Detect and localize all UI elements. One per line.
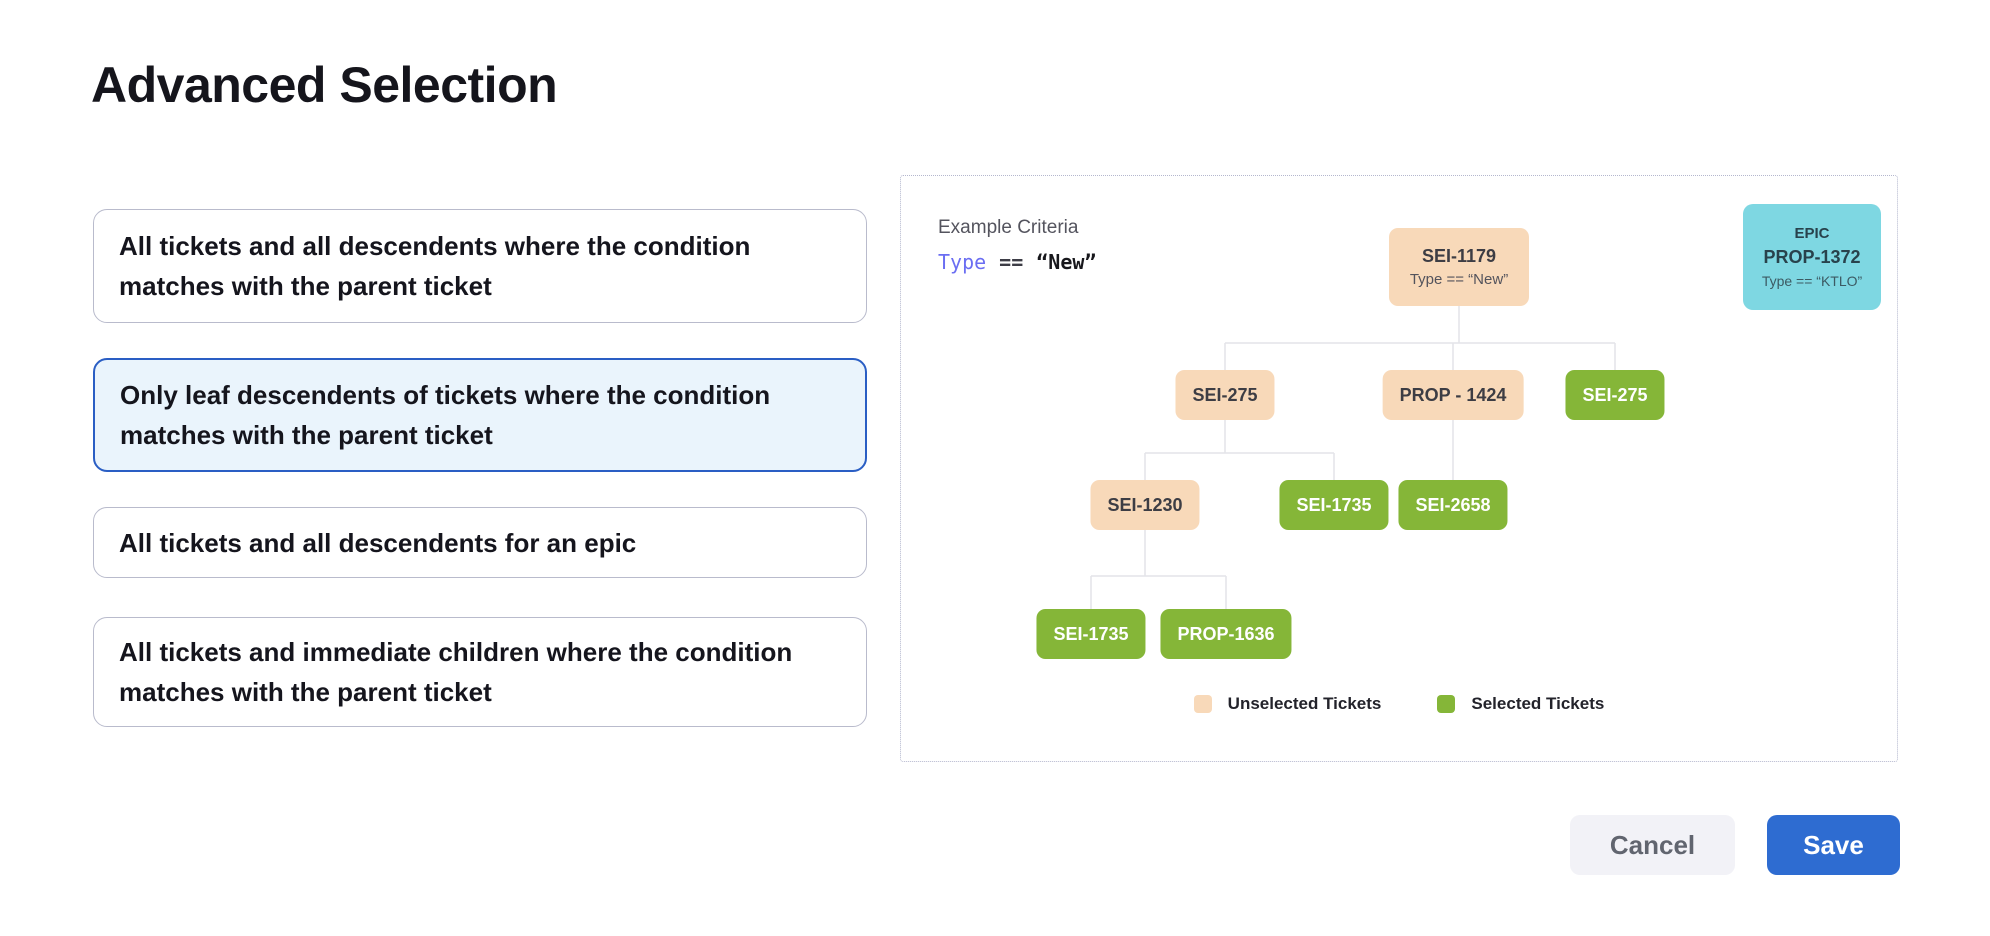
ticket-id: SEI-275 (1192, 384, 1258, 405)
ticket-id: SEI-1230 (1107, 494, 1183, 515)
tree-node: SEI-1230 (1090, 480, 1200, 530)
epic-ticket-card: EPIC PROP-1372 Type == “KTLO” (1743, 204, 1881, 310)
option-leaf-descendents-condition[interactable]: Only leaf descendents of tickets where t… (93, 358, 867, 472)
example-criteria-expression: Type == “New” (938, 250, 1096, 274)
legend-item-selected: Selected Tickets (1437, 694, 1604, 714)
tree-node: SEI-275 (1565, 370, 1665, 420)
ticket-id: PROP-1636 (1177, 623, 1275, 644)
tree-node: SEI-1735 (1036, 609, 1146, 659)
legend-item-unselected: Unselected Tickets (1193, 694, 1382, 714)
tree-node: SEI-2658 (1398, 480, 1508, 530)
tree-connectors (1090, 306, 1616, 609)
example-diagram-panel: Example Criteria Type == “New” EPIC PROP… (900, 175, 1898, 762)
ticket-condition: Type == “New” (1409, 271, 1509, 288)
cancel-button[interactable]: Cancel (1570, 815, 1735, 875)
tree-node: PROP - 1424 (1382, 370, 1524, 420)
example-criteria-label: Example Criteria (938, 217, 1079, 238)
option-label: Only leaf descendents of tickets where t… (120, 380, 771, 450)
legend-label: Unselected Tickets (1227, 694, 1382, 713)
ticket-id: PROP - 1424 (1399, 384, 1507, 405)
legend: Unselected Tickets Selected Tickets (901, 694, 1897, 714)
ticket-id: SEI-1735 (1053, 623, 1129, 644)
criteria-operator: == (999, 250, 1024, 274)
ticket-id: SEI-275 (1582, 384, 1648, 405)
option-all-descendents-condition[interactable]: All tickets and all descendents where th… (93, 209, 867, 323)
option-all-descendents-epic[interactable]: All tickets and all descendents for an e… (93, 507, 867, 578)
option-label: All tickets and all descendents where th… (119, 231, 751, 301)
criteria-value: “New” (1036, 250, 1097, 274)
save-button[interactable]: Save (1767, 815, 1900, 875)
epic-ticket-id: PROP-1372 (1763, 247, 1861, 267)
tree-node: SEI-1735 (1279, 480, 1389, 530)
epic-ticket-condition: Type == “KTLO” (1761, 273, 1863, 289)
option-immediate-children-condition[interactable]: All tickets and immediate children where… (93, 617, 867, 727)
page-title: Advanced Selection (91, 57, 558, 113)
unselected-swatch-icon (1193, 695, 1212, 713)
tree-node: SEI-275 (1175, 370, 1275, 420)
tree-node: PROP-1636 (1160, 609, 1292, 659)
ticket-id: SEI-1735 (1296, 494, 1372, 515)
tree-node-root: SEI-1179 Type == “New” (1389, 228, 1529, 306)
option-label: All tickets and all descendents for an e… (119, 527, 637, 558)
selected-swatch-icon (1437, 695, 1456, 713)
ticket-id: SEI-2658 (1415, 494, 1491, 515)
ticket-id: SEI-1179 (1421, 246, 1497, 266)
option-label: All tickets and immediate children where… (119, 637, 793, 707)
criteria-field: Type (938, 250, 987, 274)
epic-type-label: EPIC (1794, 225, 1830, 242)
legend-label: Selected Tickets (1471, 694, 1605, 713)
